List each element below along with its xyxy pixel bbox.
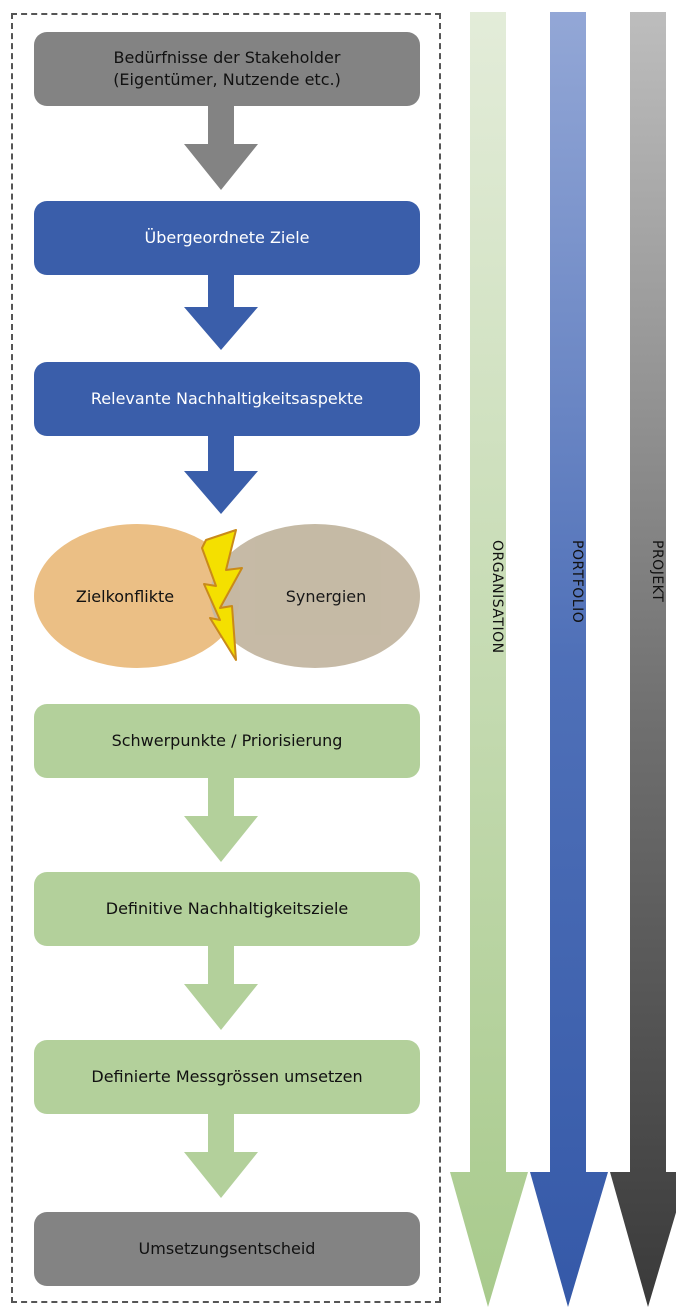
stakeholder-needs-line2: (Eigentümer, Nutzende etc.): [113, 70, 341, 89]
down-arrow-blue-2: [184, 436, 258, 514]
relevant-aspects-label: Relevante Nachhaltigkeitsaspekte: [90, 389, 364, 408]
conflicts-label: Zielkonflikte: [75, 586, 175, 606]
overarching-goals-label: Übergeordnete Ziele: [144, 228, 310, 247]
project-label: PROJEKT: [649, 540, 665, 603]
measures-box: Definierte Messgrössen umsetzen: [34, 1040, 420, 1114]
portfolio-level-arrow: [530, 12, 608, 1307]
lightning-bolt-icon: [201, 529, 243, 661]
priorities-label: Schwerpunkte / Priorisierung: [111, 731, 343, 750]
definitive-goals-box: Definitive Nachhaltigkeitsziele: [34, 872, 420, 946]
down-arrow-blue-1: [184, 275, 258, 350]
down-arrow-gray: [184, 106, 258, 190]
down-arrow-green-2: [184, 946, 258, 1030]
synergies-label: Synergien: [285, 586, 367, 606]
organisation-label: ORGANISATION: [489, 540, 505, 654]
stakeholder-needs-line1: Bedürfnisse der Stakeholder: [113, 48, 341, 67]
process-frame: [11, 13, 441, 1303]
implementation-decision-label: Umsetzungsentscheid: [138, 1239, 316, 1258]
synergies-ellipse: Synergien: [210, 524, 420, 668]
priorities-box: Schwerpunkte / Priorisierung: [34, 704, 420, 778]
relevant-aspects-box: Relevante Nachhaltigkeitsaspekte: [34, 362, 420, 436]
down-arrow-green-1: [184, 778, 258, 862]
project-level-arrow: [610, 12, 676, 1307]
overarching-goals-box: Übergeordnete Ziele: [34, 201, 420, 275]
down-arrow-green-3: [184, 1114, 258, 1198]
stakeholder-needs-box: Bedürfnisse der Stakeholder (Eigentümer,…: [34, 32, 420, 106]
portfolio-label: PORTFOLIO: [569, 540, 585, 624]
organisation-level-arrow: [450, 12, 528, 1307]
measures-label: Definierte Messgrössen umsetzen: [91, 1067, 363, 1086]
definitive-goals-label: Definitive Nachhaltigkeitsziele: [105, 899, 349, 918]
implementation-decision-box: Umsetzungsentscheid: [34, 1212, 420, 1286]
